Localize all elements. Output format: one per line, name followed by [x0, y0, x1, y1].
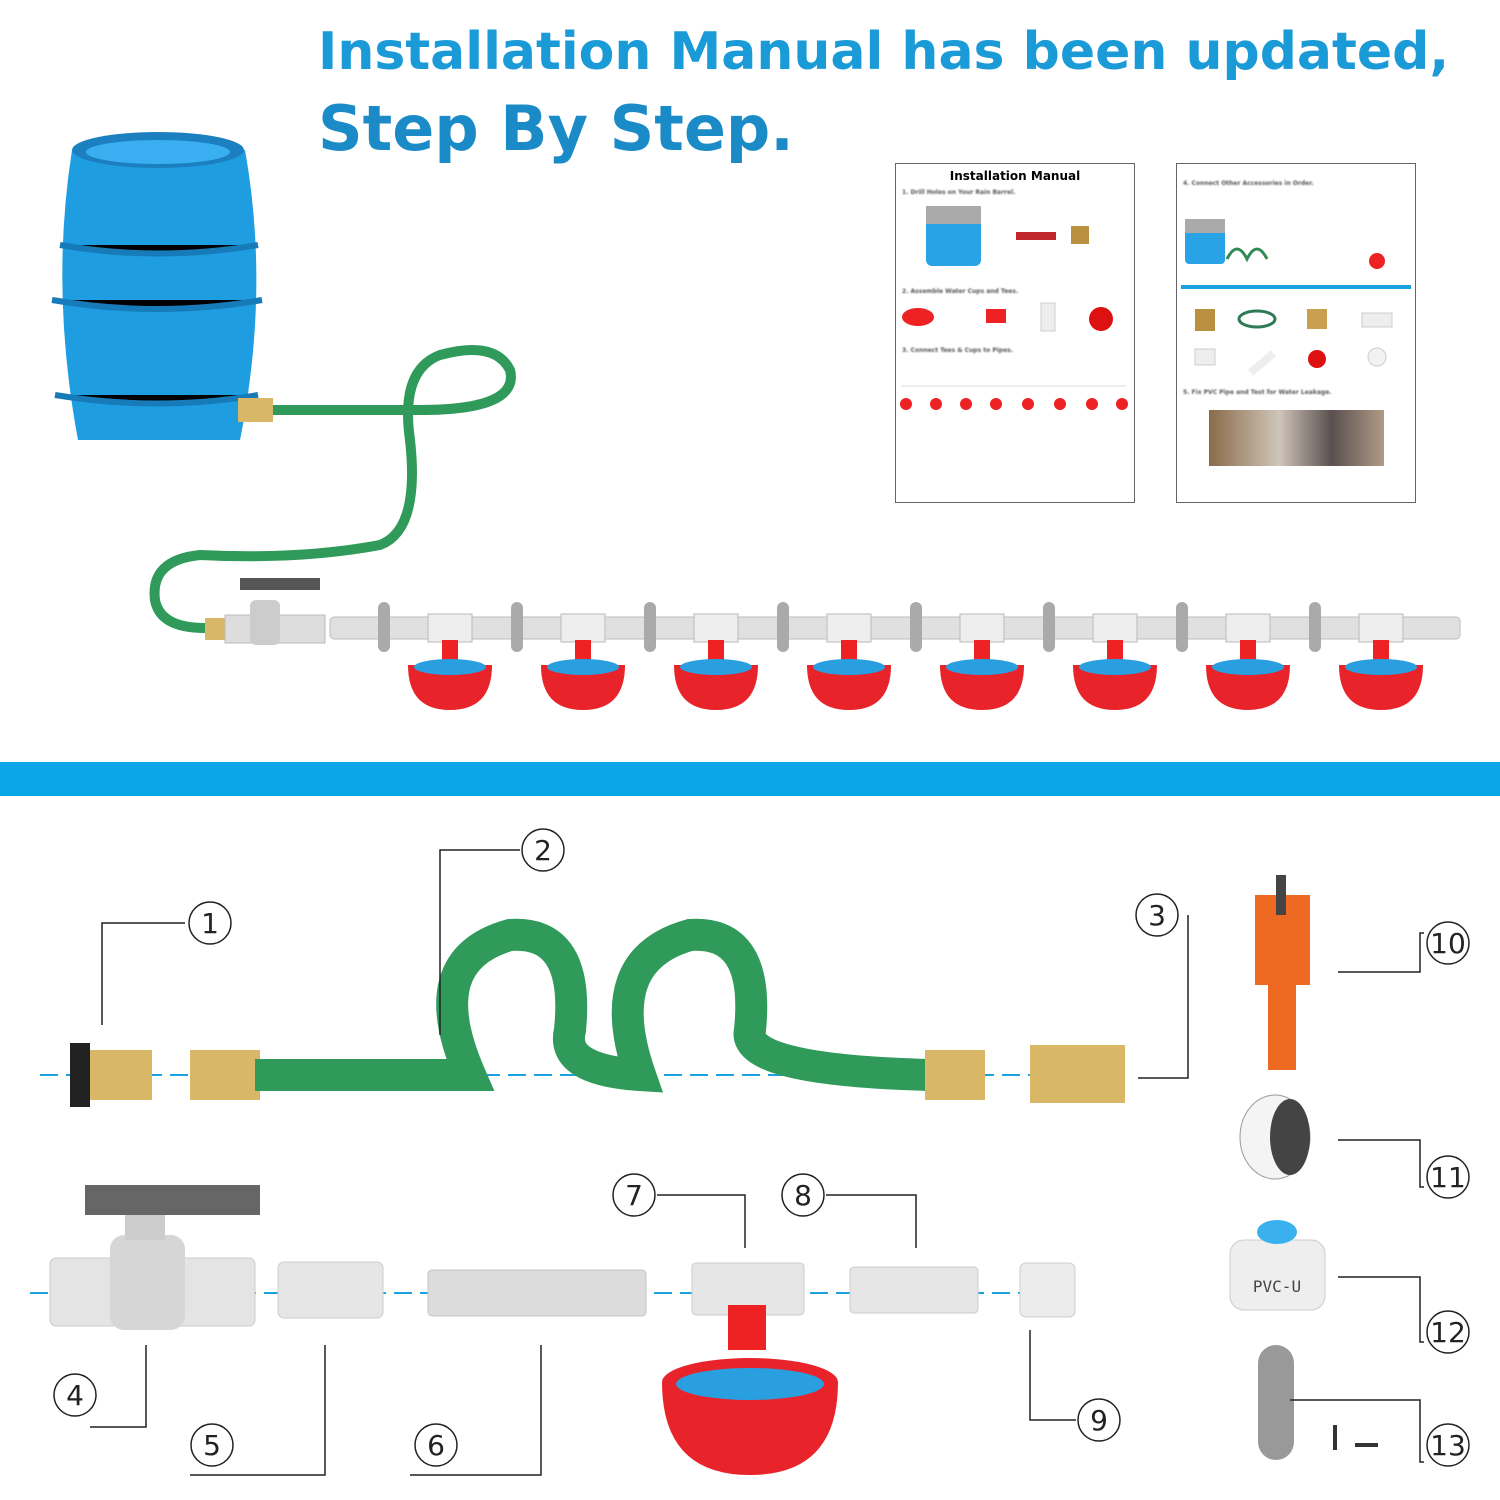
part-number-label: 9	[1090, 1404, 1108, 1437]
pipe-section-icon	[427, 1269, 647, 1317]
callout-circle	[1135, 893, 1179, 937]
manual-step-2: 2. Assemble Water Cups and Tees.	[902, 288, 1019, 295]
callout-circle	[612, 1173, 656, 1217]
barrel-connector-icon	[238, 398, 273, 422]
part-number-label: 6	[427, 1429, 445, 1462]
callout-leader-line	[1338, 1139, 1424, 1188]
cup-row-illustration	[900, 385, 1128, 410]
water-cup-icon	[674, 613, 758, 710]
callout-leader-line	[101, 922, 185, 1025]
accessories-illustration	[1181, 219, 1411, 376]
water-cup-icon	[940, 613, 1024, 710]
part-number-label: 2	[534, 834, 552, 867]
chicken-photo	[1209, 410, 1384, 466]
part-number-label: 3	[1148, 899, 1166, 932]
glue-label: PVC-U	[1253, 1277, 1301, 1296]
part-number-label: 5	[203, 1429, 221, 1462]
pipe-clamp-icon	[644, 602, 656, 652]
water-cup-icon	[1206, 613, 1290, 710]
callout-leader-line	[1138, 915, 1189, 1079]
pipe-clamp-icon	[777, 602, 789, 652]
section-divider	[0, 762, 1500, 796]
manual-step-3: 3. Connect Tees & Cups to Pipes.	[902, 347, 1013, 354]
callout-circle	[1426, 1155, 1470, 1199]
callout-leader-line	[657, 1194, 746, 1248]
pipe-clamp-icon	[378, 602, 390, 652]
water-cup-icon	[1339, 613, 1423, 710]
callout-leader-line	[410, 1345, 542, 1476]
callout-circle	[1426, 1423, 1470, 1467]
threaded-adapter-icon	[277, 1261, 384, 1319]
pipe-clamp-icon	[910, 602, 922, 652]
callout-circle	[1426, 1310, 1470, 1354]
callout-leader-line	[826, 1194, 917, 1248]
manual-step-1: 1. Drill Holes on Your Rain Barrel.	[902, 189, 1016, 196]
barrel-drill-illustration	[926, 206, 1089, 266]
coupling-icon	[849, 1266, 979, 1314]
callout-leader-line	[90, 1345, 147, 1428]
headline-line-2: Step By Step.	[318, 92, 794, 165]
pipe-clamp-icon	[511, 602, 523, 652]
part-number-label: 12	[1430, 1316, 1466, 1349]
tee-and-cup-icon	[662, 1262, 838, 1475]
garden-hose-icon	[190, 918, 985, 1100]
part-number-label: 1	[201, 907, 219, 940]
water-cup-icon	[541, 613, 625, 710]
callout-leader-line	[1290, 1399, 1424, 1463]
callout-circle	[1077, 1398, 1121, 1442]
water-cup-icon	[1073, 613, 1157, 710]
pvc-glue-icon: PVC-U	[1229, 1220, 1326, 1311]
pvc-pipe-icon	[329, 616, 1461, 640]
callout-leader-line	[1338, 932, 1424, 973]
teflon-tape-icon	[1239, 1094, 1311, 1180]
callout-circle	[1426, 921, 1470, 965]
callout-leader-line	[1029, 1330, 1076, 1421]
end-cap-icon	[1019, 1262, 1076, 1318]
part-number-label: 13	[1430, 1429, 1466, 1462]
ball-valve-part-icon	[49, 1185, 260, 1330]
hose-icon	[149, 345, 516, 633]
pipe-clamp-icon	[1043, 602, 1055, 652]
part-number-label: 7	[625, 1179, 643, 1212]
water-cup-icon	[807, 613, 891, 710]
hole-saw-icon	[1255, 875, 1310, 1070]
callout-circle	[521, 828, 565, 872]
callout-leader-line	[1338, 1276, 1424, 1343]
pipe-clamp-icon	[1309, 602, 1321, 652]
callout-circle	[781, 1173, 825, 1217]
part-number-label: 4	[66, 1379, 84, 1412]
cup-assembly-illustration	[902, 302, 1113, 332]
manual-title: Installation Manual	[949, 169, 1081, 183]
headline-line-1: Installation Manual has been updated,	[318, 22, 1450, 82]
manual-page-2: 4. Connect Other Accessories in Order. 5…	[1176, 163, 1416, 503]
callout-circle	[53, 1373, 97, 1417]
manual-page-1: Installation Manual 1. Drill Holes on Yo…	[895, 163, 1135, 503]
manual-step-4: 4. Connect Other Accessories in Order.	[1183, 180, 1314, 187]
callout-leader-line	[190, 1345, 326, 1476]
water-cup-icon	[408, 613, 492, 710]
pipe-clamp-icon	[1176, 602, 1188, 652]
rain-barrel-icon	[51, 132, 263, 440]
part-number-label: 11	[1430, 1161, 1466, 1194]
bulkhead-fitting-icon	[70, 1043, 152, 1107]
manual-step-5: 5. Fix PVC Pipe and Test for Water Leaka…	[1183, 389, 1332, 396]
callout-circle	[190, 1423, 234, 1467]
ball-valve-icon	[224, 578, 326, 645]
callout-circle	[414, 1423, 458, 1467]
hose-adapter-icon	[1030, 1045, 1125, 1103]
pipe-strap-icon	[1258, 1345, 1378, 1460]
part-number-label: 8	[794, 1179, 812, 1212]
callout-circle	[188, 901, 232, 945]
callout-leader-line	[439, 849, 520, 1035]
part-number-label: 10	[1430, 927, 1466, 960]
